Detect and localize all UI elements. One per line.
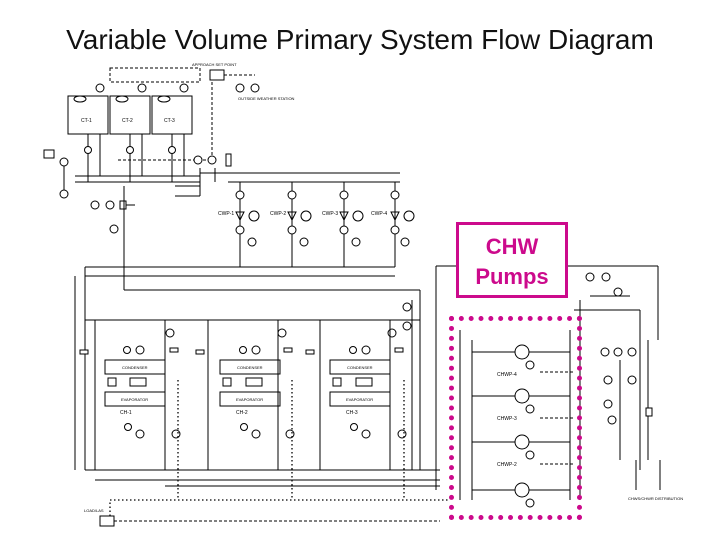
callout-line-2: Pumps bbox=[475, 264, 549, 289]
sensor-icon bbox=[250, 83, 260, 93]
chw-pump-section: CHWP-4 CHWP-3 CHWP-2 bbox=[435, 265, 683, 508]
cwp1-label: CWP-1 bbox=[218, 211, 234, 217]
cooling-tower-section: APPROACH SET POINT OUTSIDE WEATHER STATI… bbox=[43, 62, 295, 290]
chwp4-label: CHWP-4 bbox=[497, 372, 517, 378]
evaporator-box bbox=[219, 391, 281, 407]
cwp3-label: CWP-3 bbox=[322, 211, 338, 217]
chiller-ch2: CONDENSER EVAPORATOR CH-2 bbox=[195, 320, 295, 470]
cwp4-label: CWP-4 bbox=[371, 211, 387, 217]
cooling-tower-ct2 bbox=[109, 95, 151, 135]
outside-weather-station-label: OUTSIDE WEATHER STATION bbox=[238, 96, 295, 101]
fan-icon bbox=[157, 95, 171, 103]
cooling-tower-ct3 bbox=[151, 95, 193, 135]
ch3-label: CH-3 bbox=[346, 410, 358, 416]
cwp-4: CWP-4 bbox=[371, 182, 415, 267]
chiller-section: CONDENSER EVAPORATOR CH-1 CONDENSER EVAP… bbox=[74, 267, 450, 527]
chiller-ch3: CONDENSER EVAPORATOR CH-3 bbox=[305, 320, 407, 470]
chw-pumps-callout: CHW Pumps bbox=[456, 222, 568, 298]
ct1-label: CT-1 bbox=[81, 118, 92, 124]
fan-icon bbox=[73, 95, 87, 103]
chiller-ch1: CONDENSER EVAPORATOR CH-1 bbox=[79, 320, 181, 470]
chwp-4: CHWP-4 bbox=[472, 344, 570, 378]
sensor-icon bbox=[235, 83, 245, 93]
load-label: LOAD/LAS bbox=[84, 508, 104, 513]
cwp-3: CWP-3 bbox=[322, 182, 364, 267]
cwp-1: CWP-1 bbox=[218, 182, 260, 267]
cwp-2: CWP-2 bbox=[270, 182, 312, 267]
cooling-tower-ct1 bbox=[67, 95, 109, 135]
condenser-box bbox=[219, 359, 281, 375]
condenser-pump-section: CWP-1 CWP-2 CWP-3 CWP-4 bbox=[85, 172, 415, 277]
ct3-label: CT-3 bbox=[164, 118, 175, 124]
svg-text:CONDENSER: CONDENSER bbox=[237, 365, 263, 370]
chwp-1 bbox=[472, 482, 570, 508]
basin-heater-box bbox=[43, 149, 55, 159]
svg-text:EVAPORATOR: EVAPORATOR bbox=[121, 397, 148, 402]
chwp2-label: CHWP-2 bbox=[497, 462, 517, 468]
cwp2-label: CWP-2 bbox=[270, 211, 286, 217]
fan-icon bbox=[115, 95, 129, 103]
chw-pumps-highlight bbox=[449, 316, 582, 520]
svg-text:CONDENSER: CONDENSER bbox=[347, 365, 373, 370]
ch2-label: CH-2 bbox=[236, 410, 248, 416]
controller-box bbox=[209, 69, 225, 81]
ch1-label: CH-1 bbox=[120, 410, 132, 416]
chwp-3: CHWP-3 bbox=[472, 388, 570, 422]
chwp3-label: CHWP-3 bbox=[497, 416, 517, 422]
distribution-label: CHWS/CHWR DISTRIBUTION bbox=[628, 496, 683, 501]
chwp-2: CHWP-2 bbox=[472, 434, 570, 468]
callout-line-1: CHW bbox=[485, 234, 539, 259]
svg-text:EVAPORATOR: EVAPORATOR bbox=[346, 397, 373, 402]
svg-text:CONDENSER: CONDENSER bbox=[122, 365, 148, 370]
ct2-label: CT-2 bbox=[122, 118, 133, 124]
svg-text:EVAPORATOR: EVAPORATOR bbox=[236, 397, 263, 402]
approach-set-point-label: APPROACH SET POINT bbox=[192, 62, 237, 67]
load-box bbox=[99, 515, 115, 527]
slide-title: Variable Volume Primary System Flow Diag… bbox=[66, 24, 654, 55]
